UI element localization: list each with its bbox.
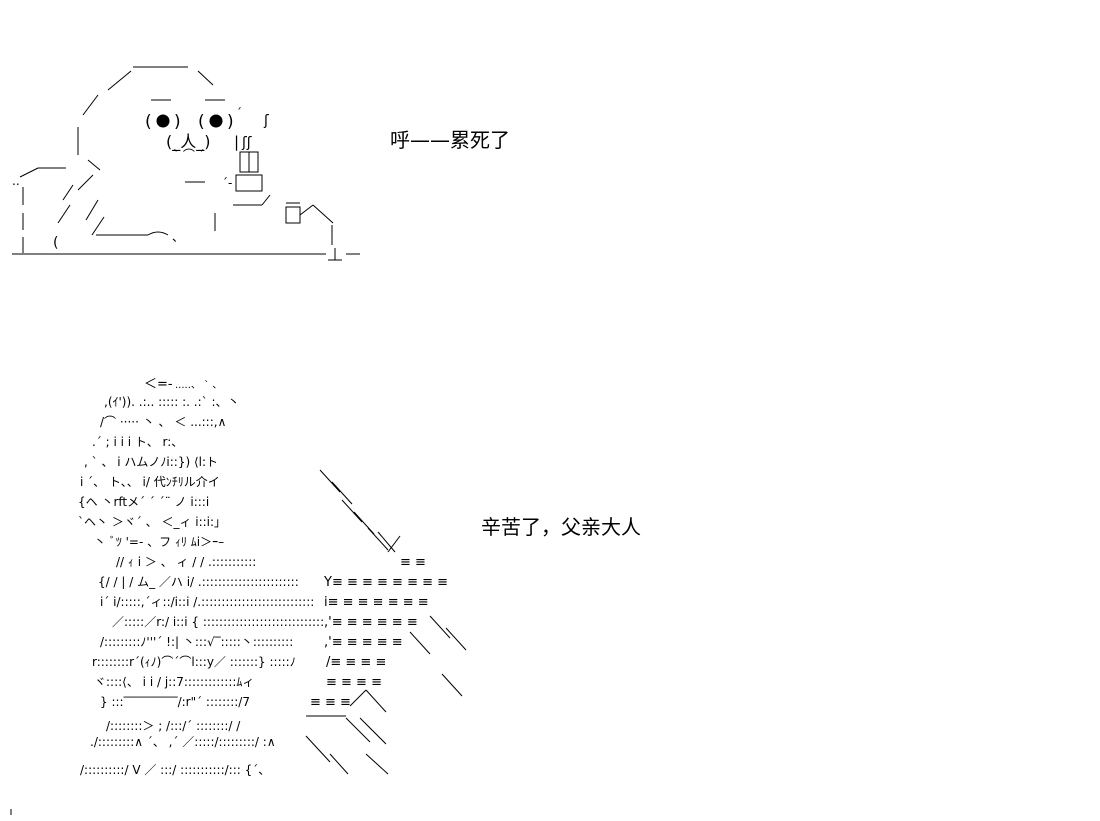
svg-text:≡ ≡: ≡ ≡ — [400, 555, 426, 570]
svg-text:、: 、 — [172, 230, 184, 244]
svg-text:/::::::::::/ V ／ :::/ :::: /::::::::::/ V ／ :::/ :::::::::::/::: {´… — [80, 763, 270, 777]
svg-text:/:::::::::ﾉ'''´ !:| 丶:::√: /:::::::::ﾉ'''´ !:| 丶:::√‾:::::丶::::::::… — [100, 635, 293, 649]
corner-tick-mark — [10, 809, 12, 815]
svg-text:,'≡ ≡ ≡ ≡ ≡ ≡: ,'≡ ≡ ≡ ≡ ≡ ≡ — [324, 615, 418, 630]
svg-text:// ｨ i ＞ 、 ィ / / .:::::::::: // ｨ i ＞ 、 ィ / / .::::::::::: — [116, 555, 256, 569]
svg-text:,'≡ ≡ ≡ ≡ ≡: ,'≡ ≡ ≡ ≡ ≡ — [324, 635, 403, 650]
svg-text:Y≡ ≡ ≡ ≡ ≡ ≡ ≡ ≡: Y≡ ≡ ≡ ≡ ≡ ≡ ≡ ≡ — [323, 575, 448, 590]
svg-text:i≡ ≡ ≡ ≡ ≡ ≡ ≡: i≡ ≡ ≡ ≡ ≡ ≡ ≡ — [324, 595, 429, 610]
svg-text:,(ｲ')). .:.. ::::: :. .:` :、丶: ,(ｲ')). .:.. ::::: :. .:` :、丶 — [104, 395, 240, 409]
svg-text:≡ ≡ ≡: ≡ ≡ ≡ — [310, 695, 351, 710]
svg-text:/::::::::＞ ; /:::/´ :: /::::::::＞ ; /:::/´ ::::::::/ / — [106, 719, 241, 733]
svg-text:(: ( — [53, 235, 58, 251]
caption-greeting: 辛苦了，父亲大人 — [481, 515, 641, 539]
svg-text:i´ i/:::::,´ィ::/i::i /.::::: i´ i/:::::,´ィ::/i::i /.:::::::::::::::::… — [100, 595, 314, 609]
svg-text:): ) — [174, 112, 181, 132]
svg-text:/≡ ≡ ≡ ≡: /≡ ≡ ≡ ≡ — [326, 655, 386, 670]
svg-text:´: ´ — [236, 106, 242, 120]
svg-text:(: ( — [145, 112, 152, 132]
svg-text:..: .. — [12, 174, 20, 188]
svg-text:ヾ::::⟨、 i i / j::7::::: ヾ::::⟨、 i i / j::7:::::::::::::ﾑィ — [94, 675, 254, 689]
svg-text:` ⌒ ´: ` ⌒ ´ — [173, 148, 205, 162]
svg-text:＜=-: ＜=- — [144, 377, 173, 392]
svg-text:r::::::::r´(ｨﾉ)⌒´⌒l:::y／ :::::: r::::::::r´(ｨﾉ)⌒´⌒l:::y／ :::::::} :::::ﾉ — [92, 655, 296, 669]
svg-text:≡ ≡ ≡ ≡: ≡ ≡ ≡ ≡ — [326, 675, 382, 690]
svg-text:／:::::／r:/ i::i { ::::::::::::: ／:::::／r:/ i::i { ::::::::::::::::::::::… — [112, 615, 324, 629]
svg-text:/⌒ ····· 丶 、 ＜ ...:::,∧: /⌒ ····· 丶 、 ＜ ...:::,∧ — [100, 415, 226, 429]
svg-text:} :::‾‾‾‾‾‾‾‾‾/:r"´ ::::::::/7: } :::‾‾‾‾‾‾‾‾‾/:r"´ ::::::::/7 — [100, 695, 250, 709]
svg-text:.´ ; i i i ト、 r: .´ ; i i i ト、 r:、 — [92, 435, 183, 449]
svg-text:(: ( — [198, 112, 205, 132]
caption-tired: 呼——累死了 — [390, 128, 510, 152]
svg-text:(_人_): (_人_) — [166, 132, 211, 152]
svg-text:ʃ: ʃ — [263, 113, 269, 129]
svg-text:./:::::::::∧ ´、 ,´ ／:::::/::: ./:::::::::∧ ´、 ,´ ／:::::/:::::::::/ :∧ — [90, 735, 276, 749]
svg-text:, ` 、 i ハムノﾉi::}) ⟨l:ト: , ` 、 i ハムノﾉi::}) ⟨l:ト — [84, 455, 218, 469]
svg-text:{ヘ 丶rftメ´ ´ ´¨ ノ i:::i: {ヘ 丶rftメ´ ´ ´¨ ノ i:::i — [78, 495, 209, 509]
svg-text:.....、 ` 、: .....、 ` 、 — [175, 379, 222, 391]
svg-text:{/ / | / ム_ ／ハ i/ .:::::::::::: {/ / | / ム_ ／ハ i/ .:::::::::::::::::::::… — [98, 575, 299, 589]
svg-text:`ヘ丶 ＞ヾ´ 、 ＜_ィ i::i:」: `ヘ丶 ＞ヾ´ 、 ＜_ィ i::i:」 — [78, 515, 226, 529]
svg-text:ʃʃ: ʃʃ — [241, 135, 252, 151]
svg-text:): ) — [227, 112, 234, 132]
svg-text:丶 ﾞﾂ '=- 、フ ｨﾘ ﾑi＞ｰ–: 丶 ﾞﾂ '=- 、フ ｨﾘ ﾑi＞ｰ– — [94, 535, 224, 549]
svg-text:´-: ´- — [222, 176, 232, 190]
ascii-art-dark-character: ＜=- .....、 ` 、 ,(ｲ')). .:.. ::::: :. .:`… — [70, 370, 475, 780]
ascii-art-tired-character: ( ) ( ) ´ ʃ (_人_) ` ⌒ ´ | ʃʃ ´- .. — [8, 55, 368, 270]
svg-text:|: | — [234, 133, 239, 151]
svg-text:i ´、 ト、、 i/ 代ﾝﾁﾘル介イ: i ´、 ト、、 i/ 代ﾝﾁﾘル介イ — [80, 475, 220, 489]
